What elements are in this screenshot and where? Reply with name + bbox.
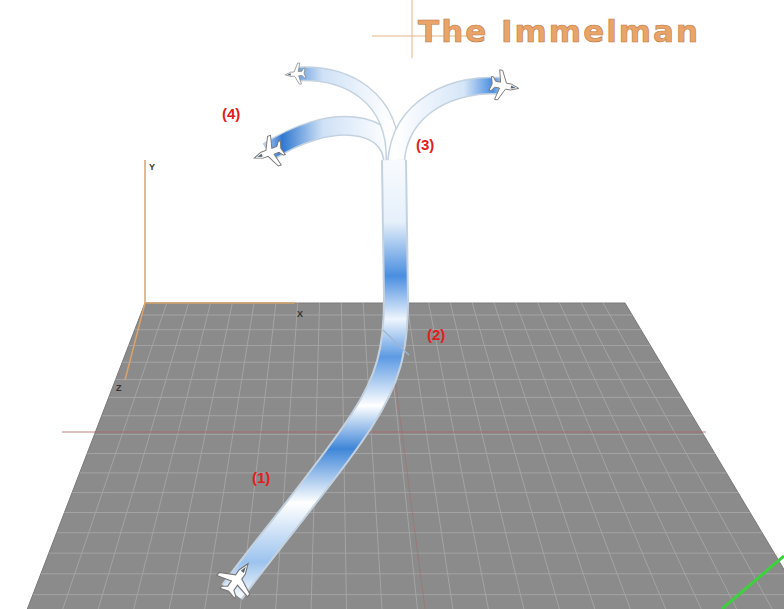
grid-line — [270, 303, 297, 609]
grid-line — [80, 472, 727, 473]
axis-label: X — [297, 310, 303, 320]
grid-line — [309, 303, 319, 609]
callout-number: (2) — [427, 327, 445, 344]
grid-line — [116, 303, 211, 609]
grid-line — [538, 303, 696, 609]
grid-line — [57, 532, 762, 533]
axes — [125, 160, 295, 380]
grid-line — [429, 303, 503, 609]
diagram-title: The Immelman — [418, 14, 700, 48]
grid-line — [109, 397, 682, 398]
jet-icons — [212, 63, 522, 604]
grid-line — [407, 303, 464, 609]
grid-line — [516, 303, 657, 609]
grid-line — [494, 303, 618, 609]
grid-line — [102, 415, 693, 416]
grid-edge-highlight — [722, 556, 784, 609]
grid-line — [33, 594, 784, 595]
grid-line — [472, 303, 579, 609]
callout-number: (4) — [222, 106, 240, 123]
grid-line — [41, 573, 784, 574]
grid-line — [155, 303, 233, 609]
grid-line — [581, 303, 772, 609]
grid-line — [49, 553, 775, 554]
grid-center-line — [62, 432, 706, 433]
grid-line — [72, 492, 738, 493]
grid-line — [39, 303, 167, 609]
grid-line — [64, 512, 750, 513]
grid-line — [603, 303, 784, 609]
flight-ribbon — [232, 74, 503, 592]
grid-line — [450, 303, 540, 609]
grid-line — [87, 453, 715, 454]
axis-label: Z — [116, 384, 122, 394]
callout-number: (1) — [252, 470, 270, 487]
callout-number: (3) — [416, 137, 434, 154]
grid-line — [94, 434, 703, 435]
axis-label: Y — [149, 163, 155, 173]
grid-line — [560, 303, 735, 609]
